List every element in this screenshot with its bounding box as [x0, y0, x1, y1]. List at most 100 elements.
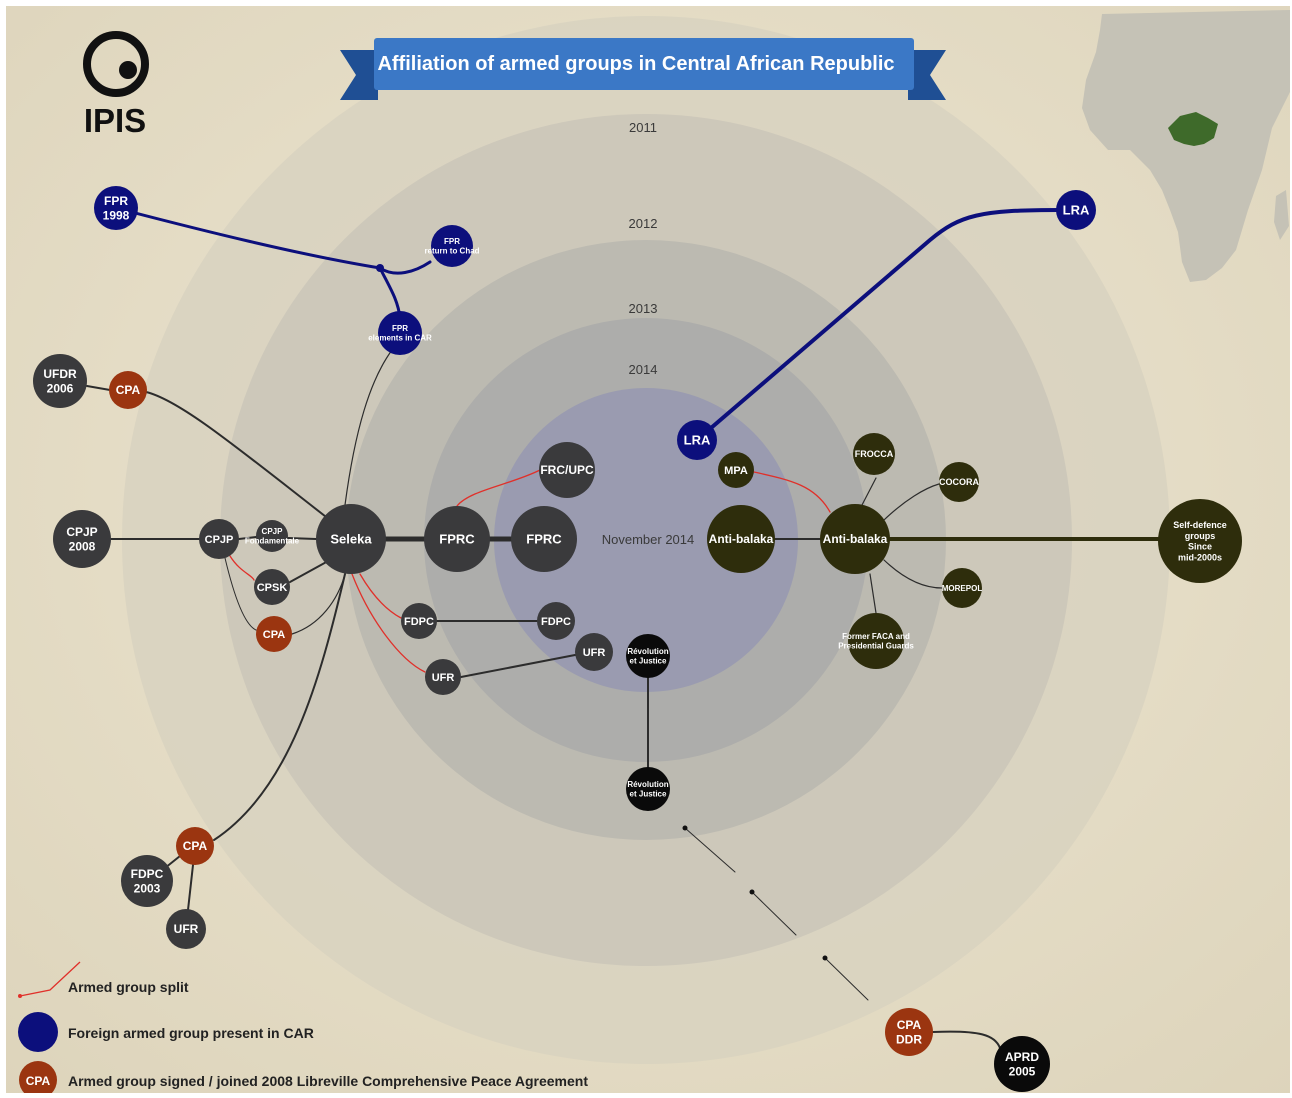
node-label: Presidential Guards [838, 642, 914, 651]
link-ab2-faca [869, 573, 877, 614]
node-circle [575, 633, 613, 671]
center-label: November 2014 [602, 532, 695, 547]
node-label: Fondamentale [245, 537, 300, 546]
node-cpjp: CPJP [199, 519, 239, 559]
ring-label-2012: 2012 [629, 216, 658, 231]
node-circle [511, 506, 577, 572]
legend-split-line [19, 961, 81, 997]
node-label: et Justice [630, 657, 667, 666]
link-dash-1 [684, 827, 736, 873]
banner-right-tail [908, 50, 946, 100]
node-label: FDPC [131, 867, 164, 881]
title-banner: Affiliation of armed groups in Central A… [340, 38, 946, 100]
node-label: Anti-balaka [709, 532, 774, 546]
node-circle [1158, 499, 1242, 583]
node-lra_outer: LRA [1056, 190, 1096, 230]
node-circle [1056, 190, 1096, 230]
node-circle [254, 569, 290, 605]
node-cpsk: CPSK [254, 569, 290, 605]
node-fdpc2: FDPC [537, 602, 575, 640]
node-circle [316, 504, 386, 574]
node-label: Seleka [330, 532, 372, 547]
node-label: CPJP [262, 527, 284, 536]
node-label: FPR [104, 194, 128, 208]
node-circle [425, 659, 461, 695]
link-ab2-cocora [883, 483, 940, 521]
node-ab2: Anti-balaka [820, 504, 890, 574]
link-fpr1998-junction [114, 206, 382, 270]
node-label: MPA [724, 465, 748, 477]
node-label: 2006 [47, 381, 74, 395]
node-ab1: Anti-balaka [707, 505, 775, 573]
node-fprc1: FPRC [424, 506, 490, 572]
node-label: APRD [1005, 1050, 1039, 1064]
node-label: Révolution [627, 780, 668, 789]
node-label: 2003 [134, 881, 161, 895]
node-circle [853, 433, 895, 475]
node-label: 1998 [103, 208, 130, 222]
link-cpa-seleka [145, 391, 331, 521]
node-mpa: MPA [718, 452, 754, 488]
node-circle [121, 855, 173, 907]
split-seleka-fdpc [359, 573, 402, 619]
link-dash-3 [824, 957, 869, 1001]
legend-split-dot [18, 994, 22, 998]
node-circle [378, 311, 422, 355]
node-label: FRC/UPC [540, 463, 594, 477]
node-label: MOREPOL [942, 584, 983, 593]
link-cpjpfond-seleka [287, 537, 317, 540]
node-lra_inner: LRA [677, 420, 717, 460]
link-cpabottom-ufrbottom [187, 864, 194, 911]
node-seleka: Seleka [316, 504, 386, 574]
node-label: et Justice [630, 790, 667, 799]
node-cocora: COCORA [939, 462, 979, 502]
node-circle [942, 568, 982, 608]
node-circle [537, 602, 575, 640]
node-label: 2005 [1009, 1064, 1036, 1078]
split-cpjp-cpsk [229, 555, 255, 581]
node-circle [431, 225, 473, 267]
split-fprc-frcupc [456, 469, 541, 507]
node-label: CPA [263, 629, 285, 641]
ipis-logo: IPIS [83, 31, 149, 139]
legend-cpa-swatch [19, 1061, 57, 1098]
node-circle [199, 519, 239, 559]
node-circle [939, 462, 979, 502]
banner-left-tail [340, 50, 378, 100]
legend-foreign-swatch [18, 1012, 58, 1052]
legend-cpa-badge: CPA [26, 1074, 51, 1088]
node-circle [401, 603, 437, 639]
node-label: Former FACA and [842, 632, 910, 641]
node-label: FDPC [541, 616, 571, 628]
node-label: FPR [444, 237, 460, 246]
node-label: FPRC [439, 532, 475, 547]
logo-dot [119, 61, 137, 79]
node-label: groups [1185, 531, 1216, 541]
node-ufr1: UFR [425, 659, 461, 695]
banner-body [374, 38, 914, 90]
link-ab2-morepol [883, 559, 943, 589]
node-circle [33, 354, 87, 408]
link-dash-2 [751, 891, 797, 936]
node-cpa_cpsk: CPA [256, 616, 292, 652]
node-label: FPR [392, 324, 408, 333]
node-label: COCORA [939, 477, 979, 487]
node-circle [707, 505, 775, 573]
node-label: Anti-balaka [823, 532, 888, 546]
node-label: 2008 [69, 539, 96, 553]
node-label: return to Chad [424, 247, 479, 256]
node-ufr2: UFR [575, 633, 613, 671]
logo-text: IPIS [84, 102, 146, 139]
node-frocca: FROCCA [853, 433, 895, 475]
legend-split-label: Armed group split [68, 979, 189, 995]
link-seleka-cpabottom [213, 573, 346, 841]
